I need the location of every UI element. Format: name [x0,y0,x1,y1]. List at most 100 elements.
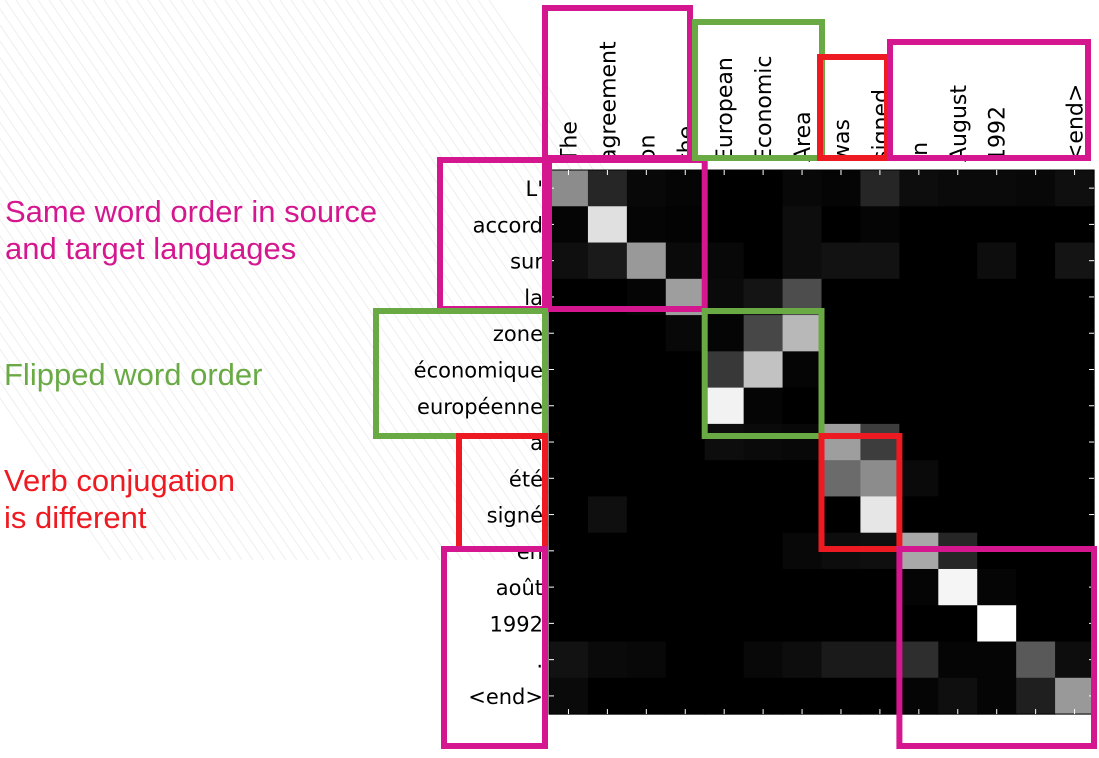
heatmap-cell [665,532,706,570]
heatmap-cell [782,315,823,352]
heatmap-cell [938,351,978,389]
heatmap-cell [938,278,978,316]
heatmap-cell [899,351,939,389]
heatmap-cell [1055,605,1095,643]
heatmap-cell [821,387,862,425]
heatmap-cell [626,351,667,389]
heatmap-cell [860,315,900,352]
heatmap-cell [665,387,706,425]
heatmap-cell [626,677,667,715]
heatmap-cell [587,315,628,352]
heatmap-cell [860,641,900,679]
heatmap-cell [665,496,706,534]
annotation-same-word-order: Same word order in source and target lan… [5,193,377,267]
heatmap-cell [977,641,1017,679]
heatmap-cell [782,423,823,461]
x-tick-label: European [713,57,738,162]
heatmap-cell [860,387,900,425]
heatmap-cell [587,605,628,643]
y-tick-label: été [509,467,543,491]
y-tick-label: européenne [417,395,543,419]
heatmap-cell [1016,206,1056,244]
heatmap-cell [860,423,900,461]
heatmap-cell [549,605,589,643]
heatmap-cell [1016,568,1056,606]
highlight-box-region [818,433,903,552]
heatmap-cell [704,387,745,425]
highlight-box-y-labels [441,546,548,749]
heatmap-cell [665,423,706,461]
heatmap-cell [977,423,1017,461]
y-tick-label: août [496,576,543,600]
heatmap-cell [665,170,706,207]
heatmap-cell [587,351,628,389]
heatmap-cell [549,423,589,461]
highlight-box-region [896,546,1098,749]
heatmap-cell [977,460,1017,498]
heatmap-cell [938,641,978,679]
heatmap-cell [860,568,900,606]
heatmap-cell [860,170,900,207]
x-tick-label: was [830,119,855,162]
heatmap-cell [782,496,823,534]
heatmap-cell [782,641,823,679]
heatmap-cell [899,460,939,498]
heatmap-cell [821,460,862,498]
heatmap-cell [549,206,589,244]
heatmap-cell [1055,496,1095,534]
heatmap-cell [1055,242,1095,280]
heatmap-cell [549,242,589,280]
heatmap-cell [821,677,862,715]
heatmap-cell [977,387,1017,425]
heatmap-cell [743,242,784,280]
y-tick-label: la [524,286,543,310]
heatmap-cell [1016,423,1056,461]
heatmap-cell [938,568,978,606]
heatmap-cell [743,677,784,715]
heatmap-cell [1055,315,1095,352]
heatmap-cell [899,641,939,679]
highlight-box-region [701,308,825,439]
annotation-flipped-word-order: Flipped word order [4,356,262,393]
heatmap-cell [938,605,978,643]
heatmap-cell [1055,387,1095,425]
heatmap-cell [587,423,628,461]
heatmap-cell [821,351,862,389]
heatmap-cell [1055,460,1095,498]
y-tick-label: 1992 [490,612,543,636]
heatmap-cell [860,677,900,715]
heatmap-cell [899,423,939,461]
heatmap-cell [977,170,1017,207]
y-tick-label: zone [493,322,543,346]
x-tick-label: August [947,85,972,162]
x-tick-label: Economic [752,56,777,163]
y-tick-label: sur [510,250,543,274]
heatmap-cell [665,641,706,679]
heatmap-cell [977,278,1017,316]
heatmap-cell [704,315,745,352]
heatmap-cell [743,496,784,534]
heatmap-cell [549,387,589,425]
heatmap-cell [899,242,939,280]
x-tick-label: Area [791,111,816,162]
heatmap-cell [626,315,667,352]
heatmap-cell [821,605,862,643]
heatmap-cell [899,677,939,715]
heatmap-cell [1055,677,1095,715]
heatmap-cell [1055,568,1095,606]
heatmap-cell [977,242,1017,280]
heatmap-cell [899,387,939,425]
heatmap-cell [549,641,589,679]
heatmap-cell [899,315,939,352]
heatmap-cell [1055,351,1095,389]
heatmap-cell [1016,278,1056,316]
x-tick-label: <end> [1064,84,1089,162]
annotation-verb-conjugation: Verb conjugation is different [4,462,235,536]
heatmap-cell [549,496,589,534]
heatmap-cell [587,532,628,570]
heatmap-cell [782,242,823,280]
heatmap-cell [782,387,823,425]
heatmap-cell [860,496,900,534]
heatmap-cell [665,460,706,498]
